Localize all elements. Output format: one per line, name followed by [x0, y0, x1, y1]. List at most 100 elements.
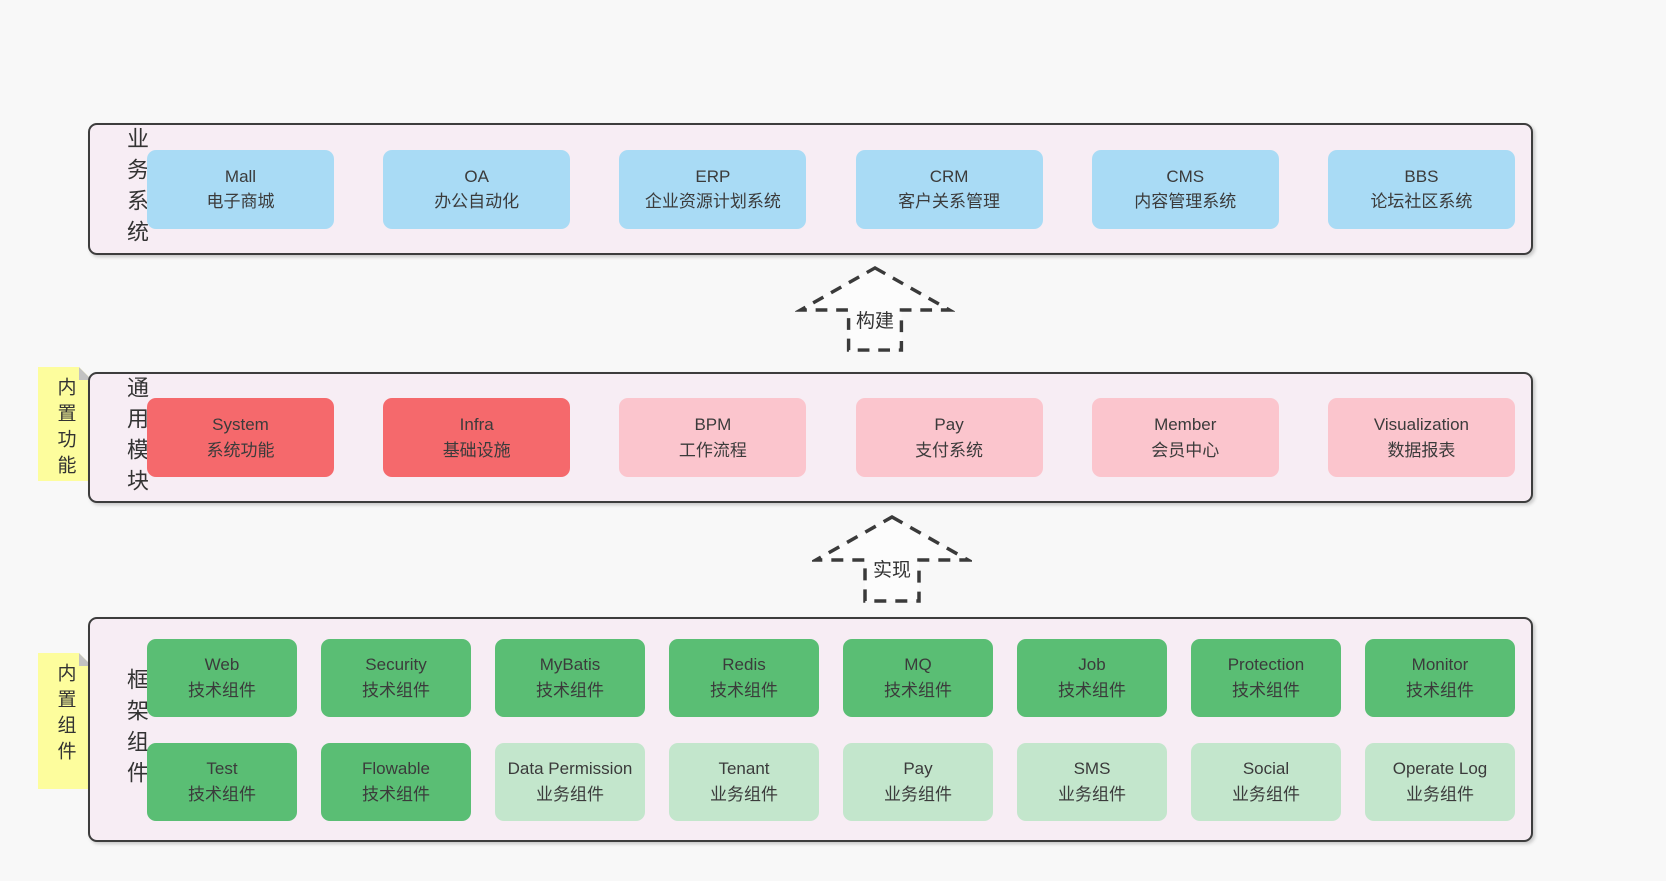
box-title: Data Permission	[507, 759, 633, 778]
box-monitor: Monitor 技术组件	[1365, 638, 1515, 717]
builtin-features-note-text: 内置功能	[54, 377, 76, 481]
box-subtitle: 技术组件	[362, 784, 430, 804]
box-subtitle: 技术组件	[536, 680, 604, 700]
box-title: Visualization	[1373, 415, 1469, 434]
box-subtitle: 业务组件	[884, 784, 952, 804]
box-mybatis: MyBatis 技术组件	[495, 638, 645, 717]
common-modules-layer: 通用模块 System 系统功能 Infra 基础设施 BPM 工作流程 Pay…	[88, 372, 1533, 503]
box-job: Job 技术组件	[1017, 638, 1167, 717]
box-subtitle: 技术组件	[362, 680, 430, 700]
box-mq: MQ 技术组件	[843, 638, 993, 717]
implement-arrow-label: 实现	[872, 560, 911, 581]
box-title: Member	[1154, 415, 1217, 434]
box-title: SMS	[1073, 759, 1111, 778]
framework-components-rows: Web 技术组件 Security 技术组件 MyBatis 技术组件 Redi…	[147, 638, 1515, 821]
box-title: Social	[1242, 759, 1290, 778]
framework-row-2: Test 技术组件 Flowable 技术组件 Data Permission …	[147, 742, 1515, 821]
box-subtitle: 会员中心	[1151, 440, 1220, 460]
common-modules-boxes: System 系统功能 Infra 基础设施 BPM 工作流程 Pay 支付系统…	[147, 398, 1515, 477]
box-system: System 系统功能	[147, 398, 334, 477]
box-web: Web 技术组件	[147, 638, 297, 717]
box-flowable: Flowable 技术组件	[321, 742, 471, 821]
box-subtitle: 技术组件	[884, 680, 952, 700]
up-block-arrow-icon	[795, 265, 955, 352]
box-subtitle: 业务组件	[710, 784, 778, 804]
box-title: Mall	[224, 166, 257, 186]
business-systems-boxes: Mall 电子商城 OA 办公自动化 ERP 企业资源计划系统 CRM 客户关系…	[147, 149, 1515, 229]
box-title: Infra	[459, 415, 494, 434]
business-systems-label: 业务系统	[124, 127, 149, 251]
box-test: Test 技术组件	[147, 742, 297, 821]
implement-arrow: 实现	[812, 513, 972, 605]
box-title: Protection	[1227, 655, 1305, 674]
box-title: Redis	[722, 655, 766, 674]
box-title: Test	[206, 759, 238, 778]
box-security: Security 技术组件	[321, 638, 471, 717]
box-bbs: BBS 论坛社区系统	[1327, 149, 1515, 229]
box-title: Job	[1078, 655, 1106, 674]
box-title: MyBatis	[539, 655, 601, 674]
box-subtitle: 技术组件	[1058, 680, 1126, 700]
box-erp: ERP 企业资源计划系统	[619, 149, 807, 229]
box-subtitle: 基础设施	[442, 440, 511, 460]
box-subtitle: 业务组件	[1406, 784, 1474, 804]
box-pay-module: Pay 支付系统	[855, 398, 1043, 477]
box-subtitle: 业务组件	[1058, 784, 1126, 804]
box-title: Tenant	[718, 759, 770, 778]
box-subtitle: 技术组件	[188, 784, 256, 804]
box-oa: OA 办公自动化	[383, 149, 571, 229]
build-arrow-label: 构建	[855, 311, 894, 332]
box-subtitle: 技术组件	[710, 680, 778, 700]
box-operate-log: Operate Log 业务组件	[1365, 742, 1515, 821]
box-subtitle: 业务组件	[536, 784, 604, 804]
box-data-permission: Data Permission 业务组件	[495, 742, 645, 821]
box-bpm: BPM 工作流程	[619, 398, 807, 477]
framework-row-1: Web 技术组件 Security 技术组件 MyBatis 技术组件 Redi…	[147, 638, 1515, 717]
box-subtitle: 办公自动化	[434, 192, 520, 211]
box-social: Social 业务组件	[1191, 742, 1341, 821]
box-title: BBS	[1404, 166, 1439, 186]
box-title: Security	[365, 655, 427, 674]
builtin-components-note-text: 内置组件	[54, 663, 76, 767]
framework-components-layer: 框架组件 Web 技术组件 Security 技术组件 MyBatis 技术组件…	[88, 617, 1533, 842]
box-subtitle: 电子商城	[206, 192, 275, 211]
box-title: MQ	[904, 655, 932, 674]
up-block-arrow-icon	[812, 514, 972, 603]
box-title: Operate Log	[1392, 759, 1488, 778]
box-protection: Protection 技术组件	[1191, 638, 1341, 717]
box-subtitle: 工作流程	[678, 440, 747, 460]
box-mall: Mall 电子商城	[147, 149, 334, 229]
box-member: Member 会员中心	[1091, 398, 1279, 477]
box-subtitle: 技术组件	[1232, 680, 1300, 700]
box-subtitle: 客户关系管理	[898, 192, 1001, 211]
box-crm: CRM 客户关系管理	[855, 149, 1043, 229]
box-infra: Infra 基础设施	[383, 398, 571, 477]
box-title: System	[212, 415, 269, 434]
box-title: CMS	[1166, 166, 1205, 186]
box-title: Monitor	[1411, 655, 1469, 674]
box-subtitle: 技术组件	[1406, 680, 1474, 700]
box-title: Web	[204, 655, 240, 674]
box-title: Pay	[934, 415, 964, 434]
business-systems-layer: 业务系统 Mall 电子商城 OA 办公自动化 ERP 企业资源计划系统 CRM…	[88, 123, 1533, 255]
common-modules-label: 通用模块	[124, 375, 149, 500]
box-title: OA	[464, 166, 489, 186]
box-subtitle: 系统功能	[206, 440, 275, 460]
box-subtitle: 数据报表	[1387, 440, 1456, 460]
box-pay-component: Pay 业务组件	[843, 742, 993, 821]
box-tenant: Tenant 业务组件	[669, 742, 819, 821]
builtin-features-note: 内置功能	[38, 367, 92, 481]
build-arrow: 构建	[795, 264, 955, 354]
box-title: CRM	[929, 166, 969, 186]
box-visualization: Visualization 数据报表	[1327, 398, 1515, 477]
builtin-components-note: 内置组件	[38, 653, 92, 789]
box-title: Flowable	[361, 759, 431, 778]
box-title: Pay	[903, 759, 933, 778]
box-title: BPM	[694, 415, 732, 434]
box-sms: SMS 业务组件	[1017, 742, 1167, 821]
box-subtitle: 业务组件	[1232, 784, 1300, 804]
box-subtitle: 支付系统	[915, 440, 984, 460]
box-redis: Redis 技术组件	[669, 638, 819, 717]
box-subtitle: 企业资源计划系统	[644, 192, 781, 211]
box-cms: CMS 内容管理系统	[1091, 149, 1279, 229]
